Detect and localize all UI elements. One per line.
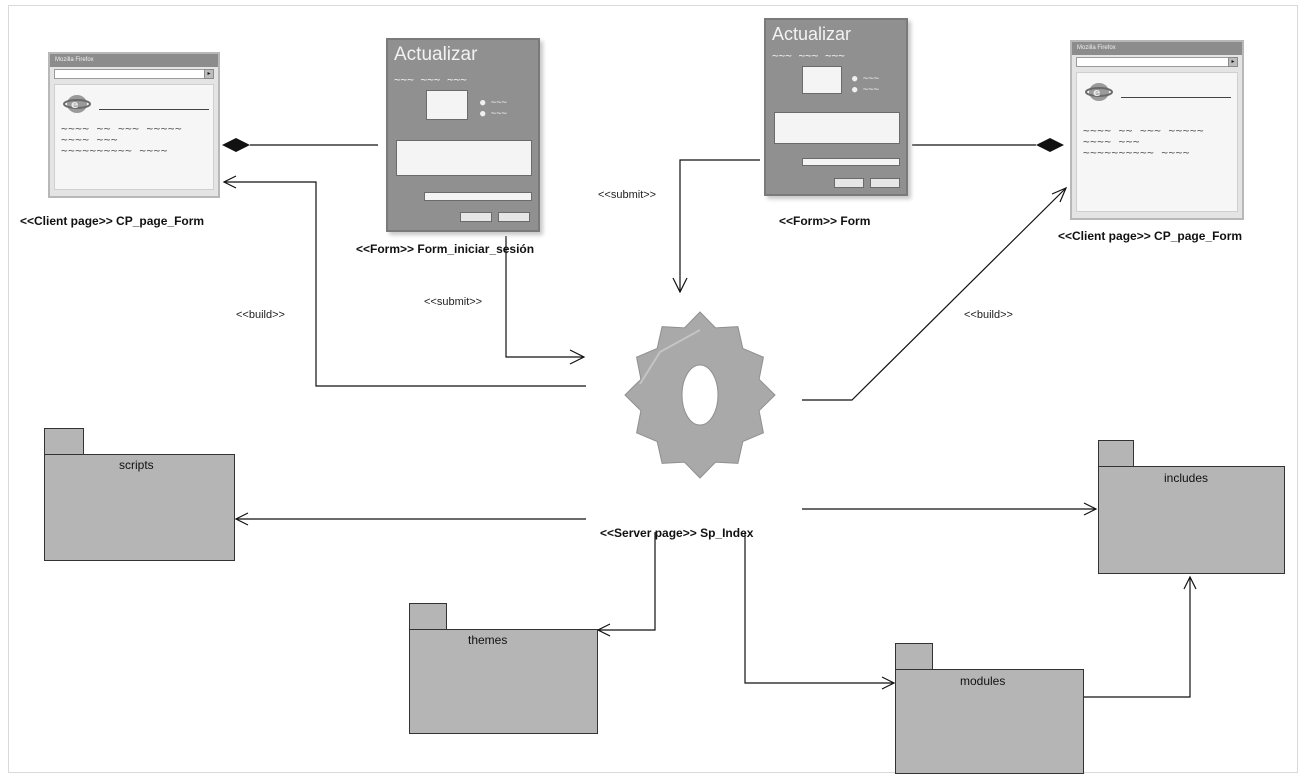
browser-address-bar: ▸ — [54, 69, 214, 79]
submit-label-left: <<submit>> — [424, 296, 483, 308]
link-themes — [598, 532, 656, 631]
browser-heading-rule — [99, 109, 209, 110]
package-includes-label: includes — [1164, 471, 1209, 485]
build-arrowhead-right — [1051, 186, 1068, 203]
submit-label-right: <<submit>> — [598, 189, 657, 201]
go-icon: ▸ — [1228, 57, 1238, 67]
client-page-right-label: <<Client page>> CP_page_Form — [1058, 229, 1243, 243]
arrowhead-modules-includes — [1183, 575, 1197, 590]
go-icon: ▸ — [204, 69, 214, 79]
form-field-labels: ~~~ ~~~ ~~~ — [394, 73, 467, 86]
build-link-right — [802, 187, 1067, 401]
form-main-window: Actualizar ~~~ ~~~ ~~~ ● ~~~ ● ~~~ — [764, 18, 908, 196]
arrowhead-includes — [1083, 502, 1098, 516]
gear-icon — [624, 311, 776, 479]
build-label-right: <<build>> — [964, 309, 1013, 321]
package-modules-label: modules — [960, 674, 1006, 688]
form-heading: Actualizar — [394, 44, 478, 65]
form-login-label: <<Form>> Form_iniciar_sesión — [356, 242, 535, 256]
submit-link-right — [679, 159, 760, 292]
form-button — [460, 212, 492, 222]
diagram-frame — [8, 5, 1298, 773]
form-button — [498, 212, 530, 222]
browser-logo-icon: e — [63, 95, 91, 113]
arrowhead-modules — [881, 676, 896, 690]
package-modules — [895, 669, 1084, 774]
browser-content: e ~~~~ ~~ ~~~ ~~~~~ ~~~~ ~~~ ~~~~~~~~~~ … — [54, 84, 214, 190]
form-radio-options: ● ~~~ ● ~~~ — [852, 74, 880, 95]
package-themes-label: themes — [468, 633, 508, 647]
submit-arrowhead-right — [672, 277, 688, 294]
form-input-field — [802, 158, 900, 166]
browser-logo-icon: e — [1085, 83, 1113, 101]
form-radio-options: ● ~~~ ● ~~~ — [480, 98, 508, 119]
submit-link-left — [505, 236, 584, 358]
link-modules-includes — [1084, 577, 1191, 698]
submit-arrowhead-left — [569, 349, 586, 365]
form-list-box — [426, 90, 468, 120]
arrowhead-themes — [596, 623, 611, 637]
browser-content: e ~~~~ ~~ ~~~ ~~~~~ ~~~~ ~~~ ~~~~~~~~~~ … — [1076, 72, 1238, 212]
composition-diamond-left — [222, 138, 250, 152]
browser-address-bar: ▸ — [1076, 57, 1238, 67]
build-arrowhead-left — [222, 175, 237, 189]
browser-sample-text: ~~~~ ~~ ~~~ ~~~~~ ~~~~ ~~~ ~~~~~~~~~~ ~~… — [1083, 124, 1205, 159]
build-label-left: <<build>> — [236, 309, 285, 321]
client-page-left-label: <<Client page>> CP_page_Form — [20, 214, 205, 228]
package-scripts — [44, 454, 235, 561]
package-themes — [409, 629, 598, 734]
arrowhead-scripts — [234, 512, 249, 526]
form-list-box — [802, 66, 842, 94]
svg-text:e: e — [1093, 86, 1100, 99]
server-page-label: <<Server page>> Sp_Index — [600, 526, 754, 540]
form-login-window: Actualizar ~~~ ~~~ ~~~ ● ~~~ ● ~~~ — [386, 38, 540, 232]
package-modules-tab — [895, 643, 933, 670]
package-themes-tab — [409, 603, 447, 630]
package-includes — [1098, 466, 1285, 574]
package-includes-tab — [1098, 440, 1134, 467]
form-button — [870, 178, 900, 188]
form-field-labels: ~~~ ~~~ ~~~ — [772, 49, 845, 62]
browser-sample-text: ~~~~ ~~ ~~~ ~~~~~ ~~~~ ~~~ ~~~~~~~~~~ ~~… — [61, 122, 183, 157]
form-input-field — [424, 192, 532, 201]
form-main-label: <<Form>> Form — [779, 214, 871, 228]
build-link-left — [224, 181, 586, 387]
link-modules — [744, 532, 894, 684]
svg-text:e: e — [71, 98, 78, 111]
form-text-area — [774, 112, 900, 144]
form-button — [834, 178, 864, 188]
client-page-right-window: Mozilla Firefox ▸ e ~~~~ ~~ ~~~ ~~~~~ ~~… — [1070, 40, 1244, 220]
form-text-area — [396, 140, 532, 176]
browser-titlebar: Mozilla Firefox — [50, 54, 218, 67]
package-scripts-label: scripts — [119, 458, 154, 472]
form-heading: Actualizar — [772, 24, 852, 44]
package-scripts-tab — [44, 428, 84, 455]
client-page-left-window: Mozilla Firefox ▸ e ~~~~ ~~ ~~~ ~~~~~ ~~… — [48, 52, 220, 198]
browser-titlebar: Mozilla Firefox — [1072, 42, 1242, 55]
composition-diamond-right — [1036, 138, 1064, 152]
browser-heading-rule — [1121, 97, 1231, 98]
